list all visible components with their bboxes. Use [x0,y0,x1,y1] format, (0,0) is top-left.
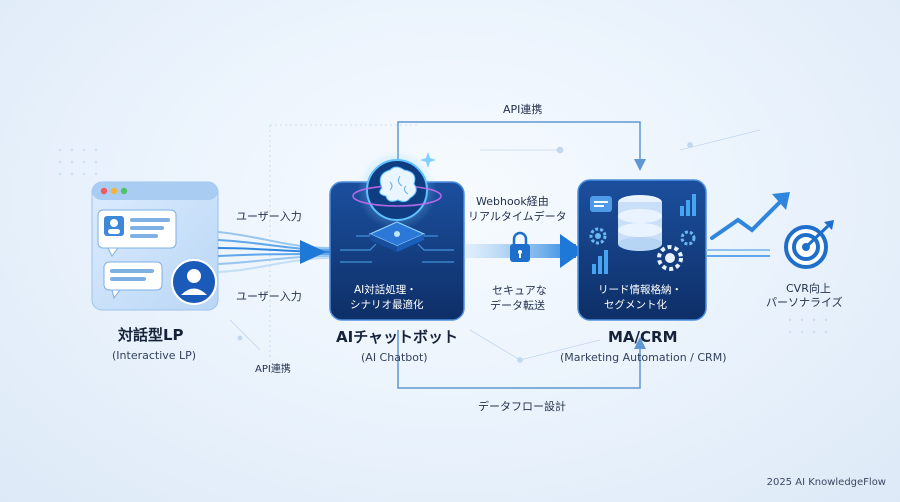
lp-subtitle: (Interactive LP) [112,349,197,362]
footer-credit: 2025 AI KnowledgeFlow [766,477,886,488]
dataflow-design-arrow [397,330,646,389]
lp-window-icon [91,181,219,311]
secure-transfer-label-line1: セキュアな [492,284,547,297]
secure-transfer-label-line2: データ転送 [490,299,545,312]
dataflow-design-label: データフロー設計 [478,400,566,413]
lp-title: 対話型LP [118,326,184,344]
api-link-left-label: API連携 [255,364,291,375]
webhook-label-line1: Webhook経由 [476,195,549,208]
chatbot-title: AIチャットボット [336,328,459,346]
crm-title: MA/CRM [608,328,678,346]
webhook-label-line2: リアルタイムデータ [468,210,567,223]
crm-caption-line2: セグメント化 [604,299,667,311]
crm-caption-line1: リード情報格納・ [598,284,682,296]
database-icon [618,195,662,251]
ai-chip-icon [368,221,426,252]
growth-arrow-icon [710,198,784,240]
dot-pattern-right [788,318,828,334]
user-input-bottom-label: ユーザー入力 [236,290,302,303]
crm-chat-icon [590,196,612,212]
outcome-line2: パーソナライズ [766,296,843,309]
lock-icon [510,231,530,262]
user-input-top-label: ユーザー入力 [236,210,302,223]
crm-subtitle: (Marketing Automation / CRM) [560,351,727,364]
ai-brain-icon [352,150,442,230]
bar-chart-icon-bottom [592,250,608,274]
gear-icon-right [657,230,696,271]
chatbot-caption-line1: AI対話処理・ [354,284,417,296]
network-lines [229,124,761,370]
api-link-top-arrow [397,121,646,180]
dot-pattern-left [58,148,98,176]
bar-chart-icon-top [680,194,696,216]
outcome-flow-lines [705,249,770,257]
outcome-line1: CVR向上 [786,282,831,295]
growth-arrowhead [772,192,790,210]
target-icon [784,220,834,269]
gear-icon-left [589,227,607,245]
api-link-top-label: API連携 [503,103,543,116]
user-input-arrowhead [300,240,326,264]
chatbot-caption-line2: シナリオ最適化 [350,299,424,311]
chatbot-subtitle: (AI Chatbot) [361,351,428,364]
